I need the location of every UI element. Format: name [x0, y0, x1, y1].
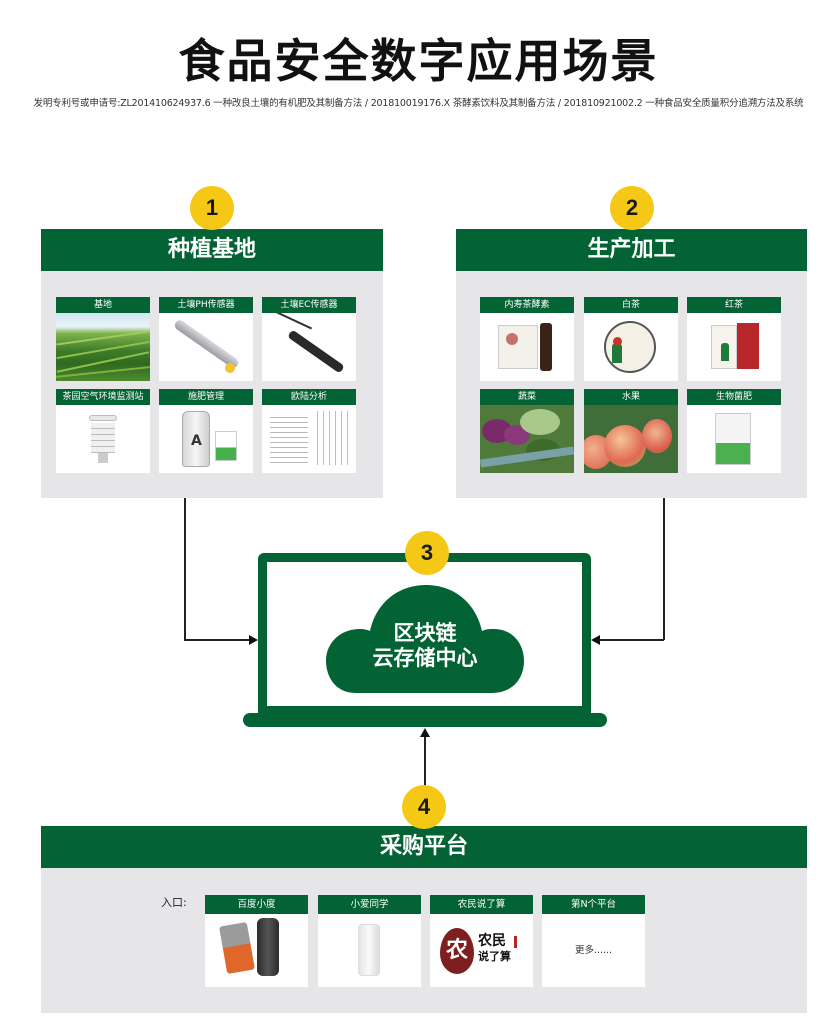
tile-air-station: 茶园空气环境监测站	[56, 389, 150, 473]
purchase-platform-title: 采购平台	[41, 826, 807, 868]
tile-black-tea: 红茶	[687, 297, 781, 381]
step-badge-4: 4	[402, 785, 446, 829]
tile-label: 生物菌肥	[687, 389, 781, 405]
tile-ec-sensor: 土壤EC传感器	[262, 297, 356, 381]
white-speaker-image	[318, 914, 421, 987]
tile-fruit: 水果	[584, 389, 678, 473]
peaches-image	[584, 405, 678, 473]
step-badge-1: 1	[190, 186, 234, 230]
step-badge-3: 3	[405, 531, 449, 575]
tile-label: 小爱同学	[318, 895, 421, 914]
tile-label: 基地	[56, 297, 150, 313]
white-tea-image	[584, 313, 678, 381]
platform-xiaoai[interactable]: 小爱同学	[318, 895, 421, 987]
seal-mark	[514, 936, 517, 948]
more-text: 更多......	[574, 945, 613, 956]
fertilizer-image: A	[159, 405, 253, 473]
processing-panel: 生产加工 内寿茶酵素 白茶 红茶 蔬菜	[456, 229, 807, 498]
tile-label: 水果	[584, 389, 678, 405]
arrow-left-icon	[591, 635, 600, 645]
black-tea-image	[687, 313, 781, 381]
tile-label: 施肥管理	[159, 389, 253, 405]
tile-label: 土壤PH传感器	[159, 297, 253, 313]
nongmin-logo-text-2: 说了算	[478, 950, 511, 963]
more-platforms: 更多......	[542, 914, 645, 987]
tile-base: 基地	[56, 297, 150, 381]
tile-white-tea: 白茶	[584, 297, 678, 381]
nongmin-logo-text-1: 农民	[478, 933, 506, 949]
connector-line-bottom-vertical	[424, 736, 426, 788]
planting-base-title: 种植基地	[41, 229, 383, 271]
planting-base-panel: 种植基地 基地 土壤PH传感器 土壤EC传感器 茶园空气环境监测站	[41, 229, 383, 498]
tea-plantation-image	[56, 313, 150, 381]
platform-nongmin[interactable]: 农民说了算 农 农民 说了算	[430, 895, 533, 987]
tile-label: 白茶	[584, 297, 678, 313]
cloud-label-line1: 区块链	[393, 621, 457, 645]
smart-speakers-image	[205, 914, 308, 987]
letter-a-glyph: A	[191, 433, 202, 449]
tile-label: 内寿茶酵素	[480, 297, 574, 313]
ph-sensor-image	[159, 313, 253, 381]
cloud-shape	[326, 585, 524, 693]
nongmin-logo: 农 农民 说了算	[430, 914, 533, 987]
page-title: 食品安全数字应用场景	[178, 34, 659, 88]
ec-sensor-image	[262, 313, 356, 381]
tile-fertilizer: 施肥管理 A	[159, 389, 253, 473]
vegetables-image	[480, 405, 574, 473]
tile-label: 农民说了算	[430, 895, 533, 914]
patent-subtitle: 发明专利号或申请号:ZL201410624937.6 一种改良土壤的有机肥及其制…	[33, 98, 804, 109]
cloud-label-line2: 云存储中心	[372, 646, 478, 670]
tile-ph-sensor: 土壤PH传感器	[159, 297, 253, 381]
nongmin-logo-icon: 农	[440, 928, 474, 974]
arrow-right-icon	[249, 635, 258, 645]
cloud-icon: 区块链 云存储中心	[326, 583, 524, 693]
tile-enzyme: 内寿茶酵素	[480, 297, 574, 381]
weather-station-image	[56, 405, 150, 473]
tile-vegetables: 蔬菜	[480, 389, 574, 473]
tile-analysis: 欧陆分析	[262, 389, 356, 473]
connector-line-right-vertical	[663, 498, 665, 640]
arrow-up-icon	[420, 728, 430, 737]
connector-line-left-vertical	[184, 498, 186, 640]
tile-label: 百度小度	[205, 895, 308, 914]
step-badge-2: 2	[610, 186, 654, 230]
platform-nth[interactable]: 第N个平台 更多......	[542, 895, 645, 987]
purchase-platform-panel: 采购平台 入口: 百度小度 小爱同学 农民说了算 农 农民 说了算 第N个平台 …	[41, 826, 807, 1013]
tile-bio-fertilizer: 生物菌肥	[687, 389, 781, 473]
entry-label: 入口:	[161, 896, 187, 909]
tile-label: 第N个平台	[542, 895, 645, 914]
tile-label: 土壤EC传感器	[262, 297, 356, 313]
enzyme-product-image	[480, 313, 574, 381]
tile-label: 红茶	[687, 297, 781, 313]
processing-title: 生产加工	[456, 229, 807, 271]
bio-fertilizer-image	[687, 405, 781, 473]
connector-line-left-horizontal	[184, 639, 250, 641]
tile-label: 茶园空气环境监测站	[56, 389, 150, 405]
connector-line-right-horizontal	[600, 639, 664, 641]
platform-baidu-xiaodu[interactable]: 百度小度	[205, 895, 308, 987]
tile-label: 欧陆分析	[262, 389, 356, 405]
tile-label: 蔬菜	[480, 389, 574, 405]
laptop-base	[243, 713, 607, 727]
analysis-report-image	[262, 405, 356, 473]
